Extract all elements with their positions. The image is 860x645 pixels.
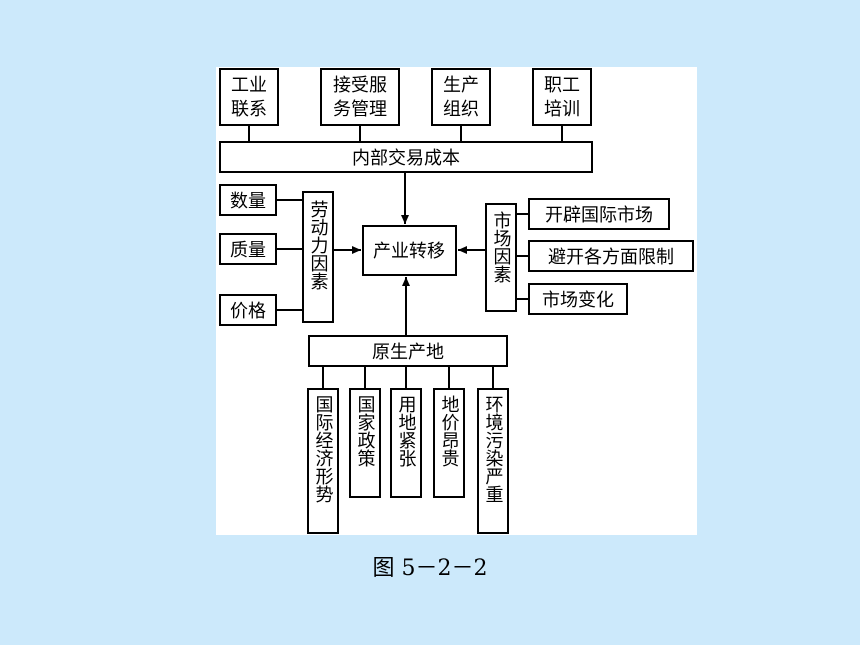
origin-item-box-2: 国家政策 [349, 388, 381, 498]
labor-item-3-label: 价格 [230, 301, 266, 322]
top-factor-box-4: 职工 培训 [532, 68, 592, 126]
market-item-box-2: 避开各方面限制 [528, 240, 694, 272]
origin-item-2-label: 国家政策 [355, 395, 376, 467]
market-item-box-3: 市场变化 [528, 283, 628, 315]
origin-box: 原生产地 [308, 335, 508, 367]
labor-item-box-2: 质量 [219, 233, 277, 265]
center-label: 产业转移 [373, 241, 445, 262]
labor-group-label: 劳动力因素 [308, 200, 329, 290]
origin-item-box-3: 用地紧张 [390, 388, 422, 498]
top-factor-2-line2: 务管理 [333, 99, 387, 120]
market-item-1-label: 开辟国际市场 [545, 205, 653, 226]
figure-caption: 图 5－2－2 [372, 556, 488, 581]
labor-group-box: 劳动力因素 [302, 191, 334, 323]
origin-item-5-label: 环境污染严重 [483, 395, 504, 503]
labor-item-1-label: 数量 [230, 191, 266, 212]
labor-item-box-3: 价格 [219, 294, 277, 326]
top-factor-4-line2: 培训 [544, 99, 580, 120]
market-item-box-1: 开辟国际市场 [528, 198, 670, 230]
top-factor-2-line1: 接受服 [333, 75, 387, 96]
market-group-box: 市场因素 [485, 203, 517, 312]
origin-item-box-4: 地价昂贵 [433, 388, 465, 498]
origin-item-4-label: 地价昂贵 [439, 395, 460, 467]
market-group-label: 市场因素 [491, 211, 512, 283]
top-factor-3-line2: 组织 [443, 99, 479, 120]
origin-label: 原生产地 [372, 342, 444, 363]
market-item-3-label: 市场变化 [542, 290, 614, 311]
labor-item-box-1: 数量 [219, 184, 277, 216]
internal-cost-box: 内部交易成本 [219, 141, 593, 173]
industry-transfer-diagram: 工业 联系 接受服 务管理 生产 组织 职工 培训 内部交易成本 产业转移 数量… [219, 68, 694, 534]
internal-cost-label: 内部交易成本 [352, 148, 460, 169]
diagram-panel: 工业 联系 接受服 务管理 生产 组织 职工 培训 内部交易成本 产业转移 数量… [216, 67, 697, 535]
top-factor-box-1: 工业 联系 [219, 68, 279, 126]
top-factor-4-line1: 职工 [544, 75, 580, 96]
labor-item-2-label: 质量 [230, 240, 266, 261]
top-factor-1-line1: 工业 [231, 75, 267, 96]
top-factor-box-3: 生产 组织 [431, 68, 491, 126]
top-factor-box-2: 接受服 务管理 [320, 68, 400, 126]
center-box: 产业转移 [362, 225, 457, 276]
origin-item-box-1: 国际经济形势 [307, 388, 339, 534]
market-item-2-label: 避开各方面限制 [548, 247, 674, 268]
top-factor-1-line2: 联系 [231, 99, 267, 120]
origin-item-box-5: 环境污染严重 [477, 388, 509, 534]
origin-item-1-label: 国际经济形势 [313, 395, 334, 503]
top-factor-3-line1: 生产 [443, 75, 479, 96]
origin-item-3-label: 用地紧张 [396, 395, 417, 467]
